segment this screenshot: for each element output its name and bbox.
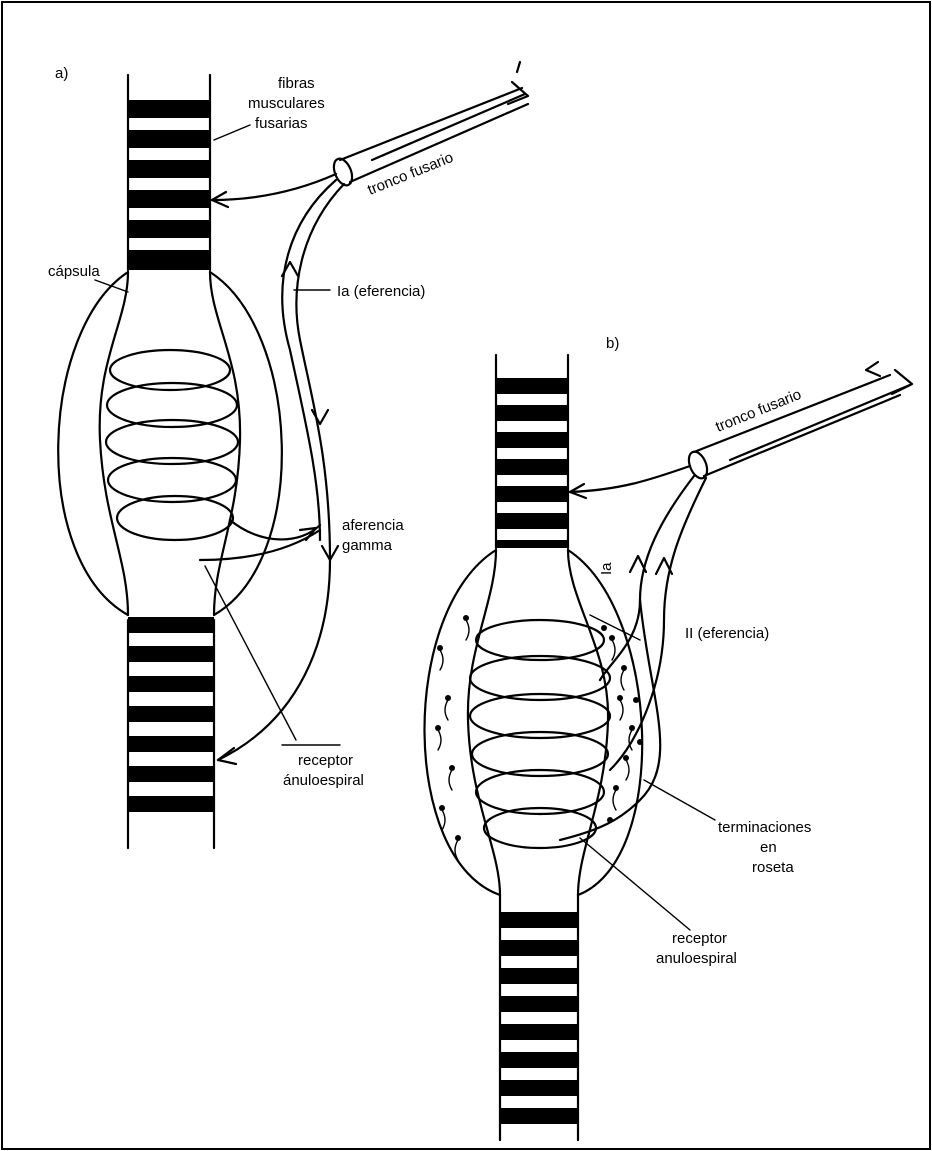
panel-a-letter: a) bbox=[55, 65, 68, 82]
ii-fiber-b bbox=[610, 478, 706, 770]
efferent-a-upper bbox=[212, 174, 336, 200]
ia-arrow-down bbox=[312, 410, 328, 424]
label-receptor-b-2: anuloespiral bbox=[656, 950, 737, 967]
label-capsula: cápsula bbox=[48, 263, 100, 280]
label-ii-eferencia: II (eferencia) bbox=[685, 625, 769, 642]
label-fibras-3: fusarias bbox=[255, 115, 308, 132]
tronco-b-back-arrow bbox=[866, 362, 880, 376]
label-tronco-b: tronco fusario bbox=[713, 386, 804, 436]
gamma-fiber-lower bbox=[218, 560, 330, 760]
annulospiral-coil-b bbox=[470, 620, 610, 848]
label-roseta: roseta bbox=[752, 859, 794, 876]
label-fibras-2: musculares bbox=[248, 95, 325, 112]
panel-b: b) tronco fusario Ia II (eferencia) term… bbox=[424, 335, 912, 1140]
leader-terminaciones bbox=[644, 780, 715, 820]
label-en: en bbox=[760, 839, 777, 856]
label-ia-eferencia: Ia (eferencia) bbox=[337, 283, 425, 300]
label-receptor-a-1: receptor bbox=[298, 752, 353, 769]
fiber-a-top-striations bbox=[128, 100, 210, 270]
label-fibras-1: fibras bbox=[278, 75, 315, 92]
label-terminaciones: terminaciones bbox=[718, 819, 811, 836]
fiber-b-bottom-striations bbox=[500, 912, 578, 1124]
fiber-a-inner-right bbox=[210, 272, 240, 615]
fiber-a-bottom-striations bbox=[128, 617, 214, 812]
leader-capsula bbox=[95, 280, 128, 292]
panel-a: a) fibras musculares fusarias tronco fus… bbox=[48, 62, 528, 848]
label-ia-mark-b: Ia bbox=[598, 562, 615, 575]
coil-a-connection bbox=[200, 530, 320, 560]
fiber-a-inner-left bbox=[100, 272, 128, 615]
fiber-b-top-striations bbox=[496, 378, 568, 548]
rosette-connector bbox=[590, 615, 640, 640]
label-aferencia: aferencia bbox=[342, 517, 404, 534]
label-gamma: gamma bbox=[342, 537, 393, 554]
label-receptor-a-2: ánuloespiral bbox=[283, 772, 364, 789]
leader-fibras bbox=[214, 125, 250, 140]
label-receptor-b-1: receptor bbox=[672, 930, 727, 947]
ia-fiber-a bbox=[282, 180, 336, 540]
ia-b-arrow-up bbox=[630, 556, 646, 572]
ia-fiber-a-2 bbox=[296, 184, 344, 560]
leader-receptor-a bbox=[205, 566, 296, 740]
panel-b-letter: b) bbox=[606, 335, 619, 352]
efferent-b-upper bbox=[570, 466, 690, 492]
annulospiral-coil-a bbox=[106, 350, 320, 540]
